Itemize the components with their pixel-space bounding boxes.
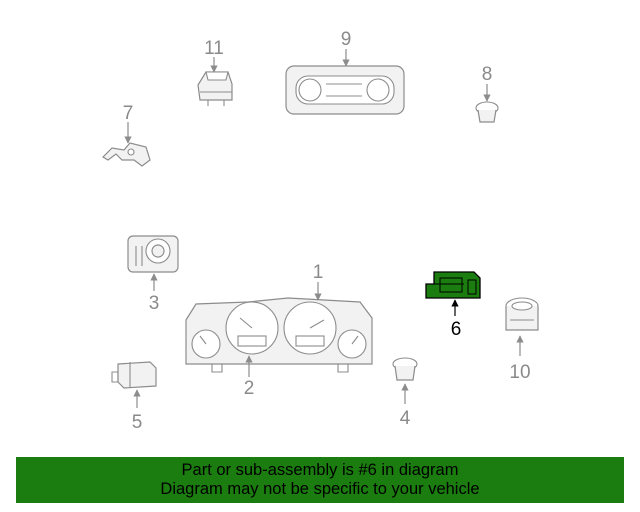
part-9-control-panel[interactable] <box>285 49 405 115</box>
part-7-bracket[interactable] <box>102 122 151 167</box>
callout-10: 10 <box>509 362 530 383</box>
part-11-switch[interactable] <box>197 57 233 106</box>
callout-6: 6 <box>451 319 462 340</box>
parts-diagram: 11 9 8 7 3 <box>102 29 539 433</box>
part-8-socket[interactable] <box>475 84 499 123</box>
callout-5: 5 <box>132 412 143 433</box>
part-5-connector[interactable] <box>111 361 157 408</box>
callout-11: 11 <box>204 38 224 59</box>
part-1-instrument-cluster[interactable] <box>185 282 373 373</box>
callout-3: 3 <box>149 293 160 314</box>
part-6-module-highlighted[interactable] <box>425 271 481 316</box>
callout-2: 2 <box>244 378 255 399</box>
callout-9: 9 <box>341 29 352 50</box>
part-10-rotary-switch[interactable] <box>505 297 539 356</box>
callout-7: 7 <box>123 103 134 124</box>
banner-line-2: Diagram may not be specific to your vehi… <box>160 480 480 498</box>
callout-8: 8 <box>482 64 493 85</box>
part-3-headlamp-switch[interactable] <box>127 235 179 291</box>
part-4-push-button[interactable] <box>392 357 418 404</box>
callout-4: 4 <box>400 408 411 429</box>
banner-line-1: Part or sub-assembly is #6 in diagram <box>181 461 459 479</box>
info-banner: Part or sub-assembly is #6 in diagram Di… <box>16 457 624 503</box>
callout-1: 1 <box>313 262 324 283</box>
